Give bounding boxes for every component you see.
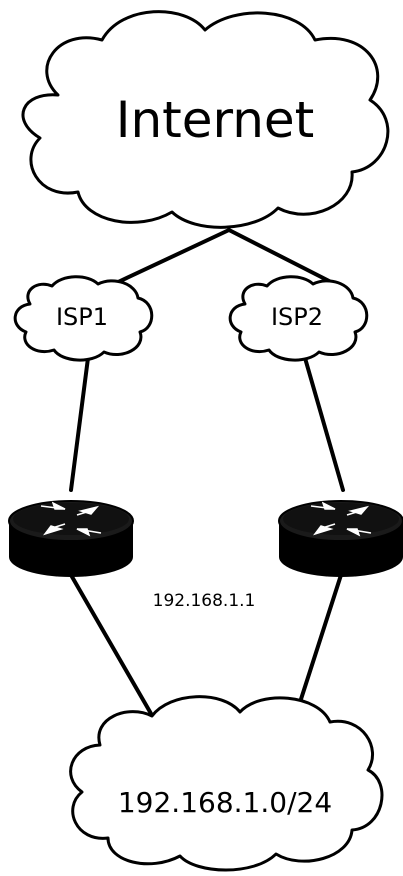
link-router-left-lan xyxy=(69,573,159,726)
connections xyxy=(69,228,345,726)
internet-label: Internet xyxy=(116,91,315,149)
router-ip-label: 192.168.1.1 xyxy=(153,591,256,611)
link-internet-isp1 xyxy=(114,228,231,285)
router-left xyxy=(8,500,134,577)
isp1-cloud-icon xyxy=(13,275,154,362)
isp1-label: ISP1 xyxy=(56,303,108,331)
isp1-cloud: ISP1 xyxy=(13,275,154,362)
isp2-cloud-icon xyxy=(228,275,369,362)
router-right xyxy=(278,500,403,577)
isp2-cloud: ISP2 xyxy=(228,275,369,362)
lan-cloud: 192.168.1.0/24 xyxy=(69,695,384,872)
lan-cloud-icon xyxy=(69,695,384,872)
link-isp2-router-right xyxy=(303,356,345,492)
link-internet-isp2 xyxy=(227,228,335,285)
router-left-icon xyxy=(8,500,134,577)
isp2-label: ISP2 xyxy=(271,303,323,331)
link-isp1-router-left xyxy=(69,356,90,492)
internet-cloud-icon xyxy=(21,10,390,229)
router-right-icon xyxy=(278,500,403,577)
lan-label: 192.168.1.0/24 xyxy=(118,786,332,819)
internet-cloud: Internet xyxy=(21,10,390,229)
